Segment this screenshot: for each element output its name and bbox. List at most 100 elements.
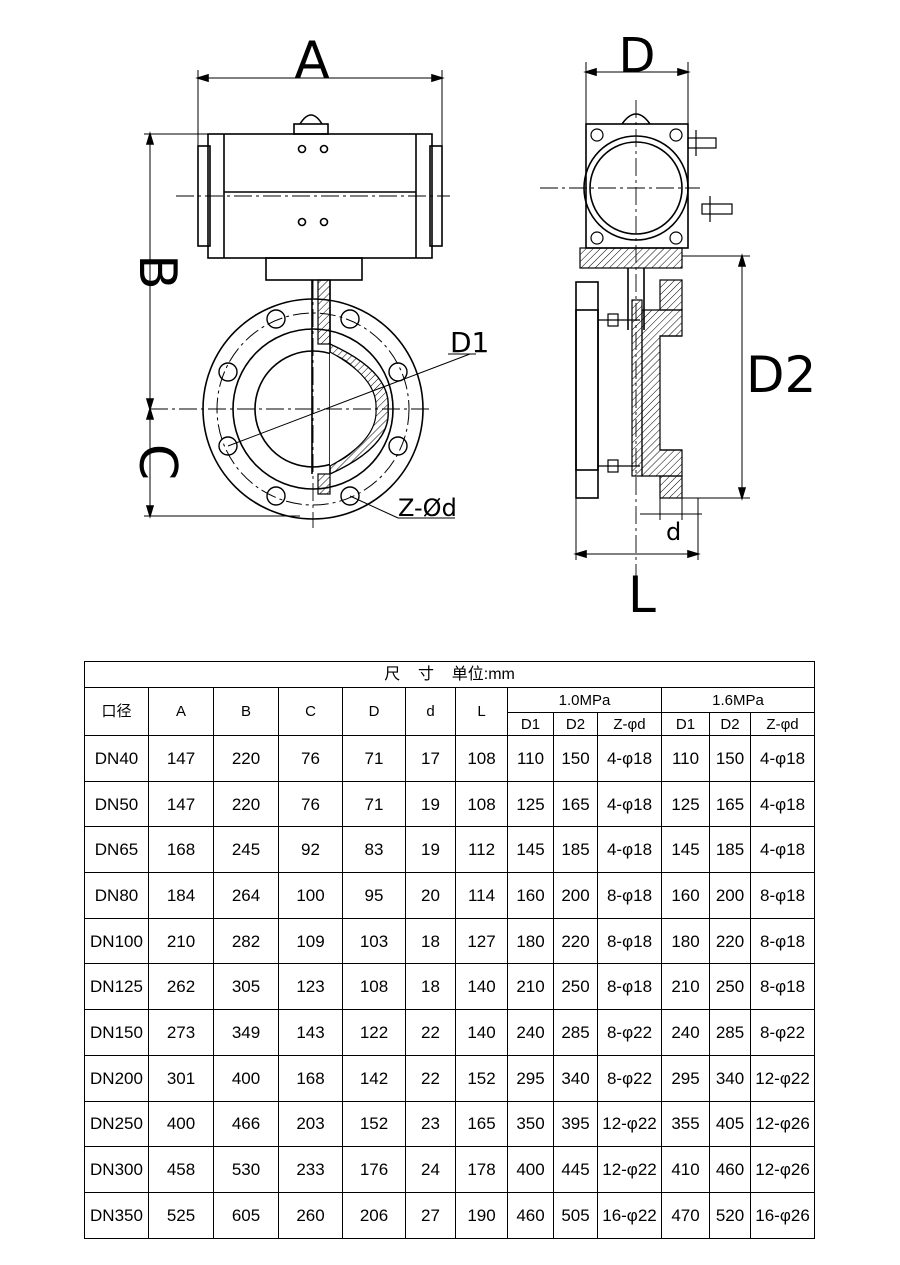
header-D2-b: D2 — [709, 712, 751, 736]
table-cell: 125 — [661, 780, 710, 828]
table-cell: 16-φ26 — [749, 1191, 816, 1239]
table-cell: 233 — [278, 1146, 343, 1193]
table-cell: DN300 — [84, 1146, 149, 1193]
table-cell: 108 — [342, 963, 406, 1011]
table-cell: 203 — [278, 1100, 343, 1148]
table-cell: DN100 — [84, 917, 149, 965]
header-D2-a: D2 — [553, 712, 598, 736]
table-cell: 92 — [278, 826, 343, 874]
table-cell: 145 — [661, 826, 710, 874]
table-cell: 8-φ18 — [749, 872, 816, 919]
table-cell: 605 — [213, 1191, 279, 1239]
table-cell: 8-φ18 — [749, 917, 816, 965]
table-cell: 176 — [342, 1146, 406, 1193]
table-cell: 4-φ18 — [597, 735, 662, 782]
table-cell: 295 — [507, 1054, 554, 1102]
table-cell: 165 — [455, 1100, 508, 1148]
table-cell: 18 — [405, 963, 456, 1011]
table-cell: 122 — [342, 1009, 406, 1056]
table-cell: 395 — [553, 1100, 598, 1148]
label-A: A — [294, 31, 330, 91]
table-cell: 4-φ18 — [749, 735, 816, 782]
table-cell: 147 — [148, 735, 214, 782]
front-view — [144, 70, 476, 528]
table-cell: 114 — [455, 872, 508, 919]
table-cell: 210 — [661, 963, 710, 1011]
table-cell: 4-φ18 — [597, 780, 662, 828]
table-cell: 200 — [553, 872, 598, 919]
table-cell: 470 — [661, 1191, 710, 1239]
table-cell: 264 — [213, 872, 279, 919]
label-zd: Z-Ød — [398, 494, 457, 522]
table-cell: 152 — [342, 1100, 406, 1148]
table-cell: 110 — [661, 735, 710, 782]
table-cell: 12-φ26 — [749, 1100, 816, 1148]
table-cell: 23 — [405, 1100, 456, 1148]
table-cell: 240 — [661, 1009, 710, 1056]
table-cell: 210 — [507, 963, 554, 1011]
table-cell: 109 — [278, 917, 343, 965]
table-cell: 210 — [148, 917, 214, 965]
table-cell: 103 — [342, 917, 406, 965]
table-cell: 160 — [507, 872, 554, 919]
label-B: B — [127, 254, 187, 290]
label-C: C — [127, 444, 187, 480]
table-cell: 142 — [342, 1054, 406, 1102]
header-D: D — [342, 687, 406, 736]
table-cell: 301 — [148, 1054, 214, 1102]
table-cell: 76 — [278, 780, 343, 828]
table-cell: 525 — [148, 1191, 214, 1239]
table-cell: 18 — [405, 917, 456, 965]
table-cell: 295 — [661, 1054, 710, 1102]
table-cell: 165 — [709, 780, 751, 828]
table-cell: 112 — [455, 826, 508, 874]
table-cell: 22 — [405, 1009, 456, 1056]
table-cell: 250 — [709, 963, 751, 1011]
label-L: L — [628, 566, 656, 624]
table-cell: DN125 — [84, 963, 149, 1011]
table-cell: 285 — [709, 1009, 751, 1056]
header-C: C — [278, 687, 343, 736]
table-cell: 108 — [455, 780, 508, 828]
table-cell: 168 — [148, 826, 214, 874]
table-cell: 340 — [709, 1054, 751, 1102]
table-cell: 178 — [455, 1146, 508, 1193]
header-d: d — [405, 687, 456, 736]
table-cell: 83 — [342, 826, 406, 874]
table-cell: 12-φ22 — [597, 1146, 662, 1193]
table-cell: 445 — [553, 1146, 598, 1193]
table-cell: 100 — [278, 872, 343, 919]
table-cell: 220 — [213, 735, 279, 782]
table-cell: 220 — [553, 917, 598, 965]
side-view — [540, 62, 750, 600]
table-cell: 460 — [709, 1146, 751, 1193]
header-D1-a: D1 — [507, 712, 554, 736]
table-cell: 4-φ18 — [597, 826, 662, 874]
table-cell: 200 — [709, 872, 751, 919]
table-cell: 8-φ22 — [597, 1054, 662, 1102]
table-cell: 4-φ18 — [749, 780, 816, 828]
header-size: 口径 — [84, 687, 149, 736]
table-cell: 530 — [213, 1146, 279, 1193]
table-cell: 400 — [507, 1146, 554, 1193]
table-cell: 22 — [405, 1054, 456, 1102]
header-A: A — [148, 687, 214, 736]
table-cell: 8-φ18 — [597, 917, 662, 965]
table-cell: 12-φ26 — [749, 1146, 816, 1193]
table-cell: DN40 — [84, 735, 149, 782]
header-L: L — [455, 687, 508, 736]
table-cell: DN250 — [84, 1100, 149, 1148]
table-cell: 273 — [148, 1009, 214, 1056]
table-cell: 143 — [278, 1009, 343, 1056]
table-cell: DN50 — [84, 780, 149, 828]
table-cell: DN350 — [84, 1191, 149, 1239]
header-1-6mpa: 1.6MPa — [660, 687, 816, 713]
table-cell: 305 — [213, 963, 279, 1011]
table-cell: 140 — [455, 1009, 508, 1056]
